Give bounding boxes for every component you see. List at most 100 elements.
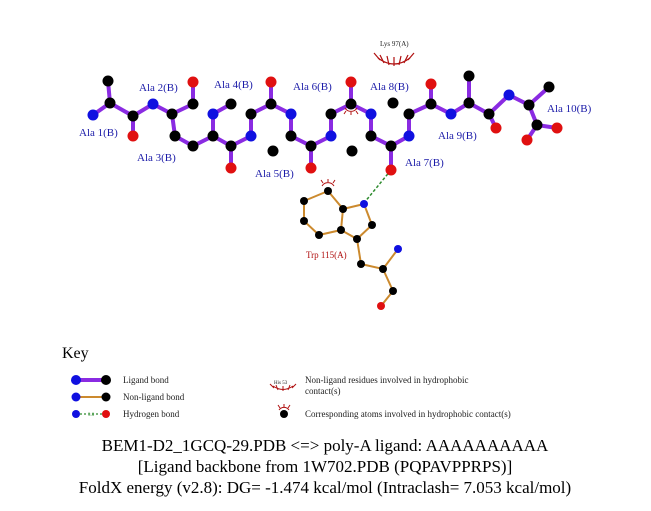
caption: BEM1-D2_1GCQ-29.PDB <=> poly-A ligand: A… <box>79 436 571 497</box>
trp-atom <box>360 200 368 208</box>
key-hydrophobic-residue-icon <box>269 383 297 391</box>
lys-hydrophobic-icon <box>373 52 415 66</box>
ligand-atom <box>87 109 99 121</box>
ligand-atom <box>285 130 297 142</box>
ligand-atom <box>490 122 502 134</box>
ligand-atom <box>551 122 563 134</box>
label-lys97: Lys 97(A) <box>380 40 409 48</box>
ligand-atom <box>521 134 533 146</box>
key-title: Key <box>62 345 89 362</box>
ligand-atom <box>127 130 139 142</box>
ligand-atom <box>305 140 317 152</box>
ligand-atom <box>207 108 219 120</box>
hydrogen-bond <box>363 169 392 204</box>
ligand-atom <box>403 130 415 142</box>
ligand-atom <box>104 97 116 109</box>
key-hbond-atom <box>102 410 110 418</box>
trp-atom <box>315 231 323 239</box>
key-his-example: His 53 <box>274 381 288 386</box>
ligand-atom <box>187 98 199 110</box>
key-hydrogen-bond-label: Hydrogen bond <box>123 409 180 419</box>
ligand-atom <box>387 97 399 109</box>
ligand-atom <box>523 99 535 111</box>
ligand-atom <box>543 81 555 93</box>
ligand-atom <box>127 110 139 122</box>
ligand-atom <box>385 164 397 176</box>
trp-atom <box>389 287 397 295</box>
trp-atom <box>337 226 345 234</box>
ligand-atom <box>245 130 257 142</box>
trp-atom <box>357 260 365 268</box>
ligand-atom <box>166 108 178 120</box>
key-ligand-atom <box>101 375 111 385</box>
trp-atom <box>353 235 361 243</box>
ligand-atom <box>147 98 159 110</box>
nonligand-bonds <box>303 190 399 307</box>
label-ala3: Ala 3(B) <box>137 152 176 164</box>
ligand-atom <box>225 162 237 174</box>
key-hydrophobic-residues-label-2: contact(s) <box>305 386 340 396</box>
ligand-atom <box>365 108 377 120</box>
ligand-atom <box>346 145 358 157</box>
ligand-atom <box>102 75 114 87</box>
ligand-atom <box>225 98 237 110</box>
caption-line-2: [Ligand backbone from 1W702.PDB (PQPAVPP… <box>138 457 513 476</box>
ligand-atom <box>445 108 457 120</box>
ligand-atom <box>169 130 181 142</box>
ligand-atom <box>225 140 237 152</box>
ligand-atom <box>245 108 257 120</box>
label-trp115: Trp 115(A) <box>306 250 347 260</box>
trp-atom <box>300 197 308 205</box>
key-hydrophobic-atom <box>280 410 288 418</box>
trp-atoms <box>300 187 402 310</box>
ligand-atom <box>503 89 515 101</box>
label-ala6: Ala 6(B) <box>293 81 332 93</box>
ligand-atom <box>425 78 437 90</box>
ligand-atom <box>325 130 337 142</box>
ligand-atom <box>207 130 219 142</box>
ligand-atom <box>187 140 199 152</box>
ligand-atom <box>483 108 495 120</box>
trp-atom <box>300 217 308 225</box>
key-legend: Key Ligand bond Non-ligand bond 3.0 Hydr… <box>62 345 511 419</box>
ligand-atom <box>265 76 277 88</box>
key-nonligand-bond-label: Non-ligand bond <box>123 392 185 402</box>
ligand-atom <box>345 98 357 110</box>
ligand-atom <box>425 98 437 110</box>
trp-atom <box>368 221 376 229</box>
ligand-atom <box>463 97 475 109</box>
ligand-atom <box>403 108 415 120</box>
label-ala10: Ala 10(B) <box>547 103 592 115</box>
ligand-atom <box>385 140 397 152</box>
trp-atom <box>324 187 332 195</box>
label-ala5: Ala 5(B) <box>255 168 294 180</box>
label-ala1: Ala 1(B) <box>79 127 118 139</box>
trp-atom <box>379 265 387 273</box>
key-nonligand-atom <box>71 392 81 402</box>
key-hbond-distance: 3.0 <box>88 413 95 418</box>
key-ligand-bond-label: Ligand bond <box>123 375 169 385</box>
ligand-atom <box>187 76 199 88</box>
label-ala9: Ala 9(B) <box>438 130 477 142</box>
label-ala8: Ala 8(B) <box>370 81 409 93</box>
ligand-atom <box>265 98 277 110</box>
ligand-atom <box>531 119 543 131</box>
ligand-atom <box>463 70 475 82</box>
key-hbond-atom <box>72 410 80 418</box>
ligand-atom <box>285 108 297 120</box>
trp-atom <box>339 205 347 213</box>
ligand-atom <box>325 108 337 120</box>
ligand-atoms <box>87 70 563 176</box>
caption-line-3: FoldX energy (v2.8): DG= -1.474 kcal/mol… <box>79 478 571 497</box>
trp-atom <box>394 245 402 253</box>
key-nonligand-atom <box>101 392 111 402</box>
residue-labels: Ala 1(B) Ala 2(B) Ala 3(B) Ala 4(B) Ala … <box>79 40 592 260</box>
ligand-atom <box>267 145 279 157</box>
label-ala4: Ala 4(B) <box>214 79 253 91</box>
label-ala2: Ala 2(B) <box>139 82 178 94</box>
ligand-atom <box>365 130 377 142</box>
key-ligand-atom <box>71 375 81 385</box>
hydrophobic-atom-marks <box>320 107 359 187</box>
